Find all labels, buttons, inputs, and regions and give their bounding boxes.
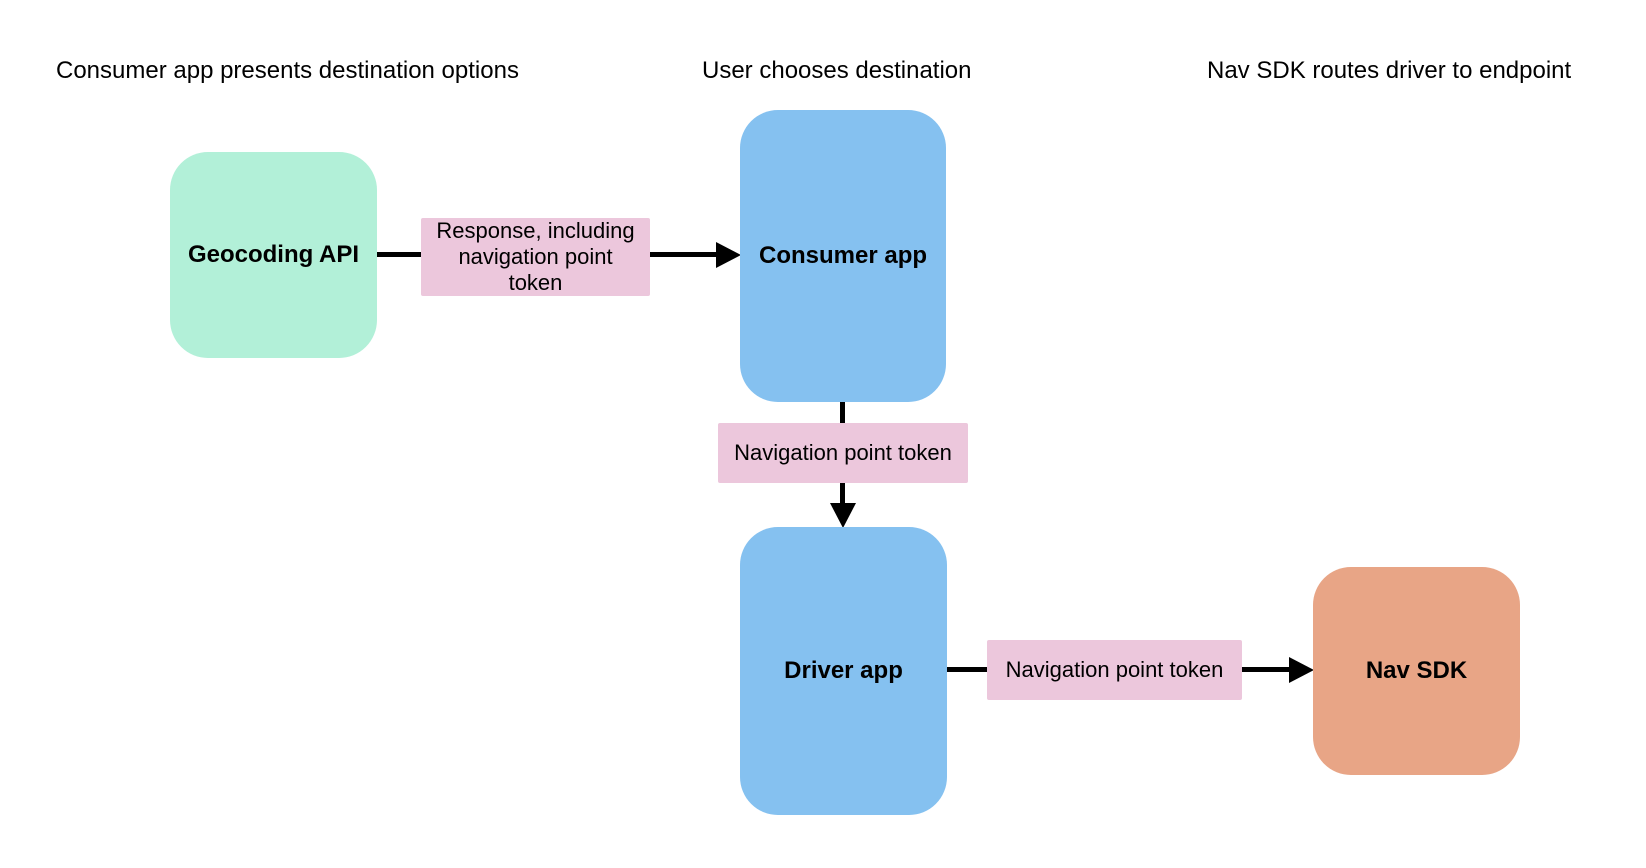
edge-label-navigation-point-token-2: Navigation point token [987,640,1242,700]
node-geocoding-api: Geocoding API [170,152,377,358]
node-driver-app: Driver app [740,527,947,815]
arrow-geocoding-to-consumer-head-icon [716,242,741,268]
node-consumer-app-label: Consumer app [758,242,928,269]
edge-label-navigation-point-token-1: Navigation point token [718,423,968,483]
node-driver-app-label: Driver app [784,657,903,684]
edge-label-response-including-token: Response, including navigation point tok… [421,218,650,296]
stage-heading-user-chooses: User chooses destination [702,57,972,84]
node-consumer-app: Consumer app [740,110,946,402]
stage-heading-consumer-options: Consumer app presents destination option… [56,57,519,84]
node-nav-sdk: Nav SDK [1313,567,1520,775]
node-nav-sdk-label: Nav SDK [1365,657,1468,684]
node-geocoding-api-label: Geocoding API [187,241,360,268]
stage-heading-nav-sdk-routes: Nav SDK routes driver to endpoint [1207,57,1572,84]
arrow-consumer-to-driver-head-icon [830,503,856,528]
arrow-driver-to-navsdk-head-icon [1289,657,1314,683]
